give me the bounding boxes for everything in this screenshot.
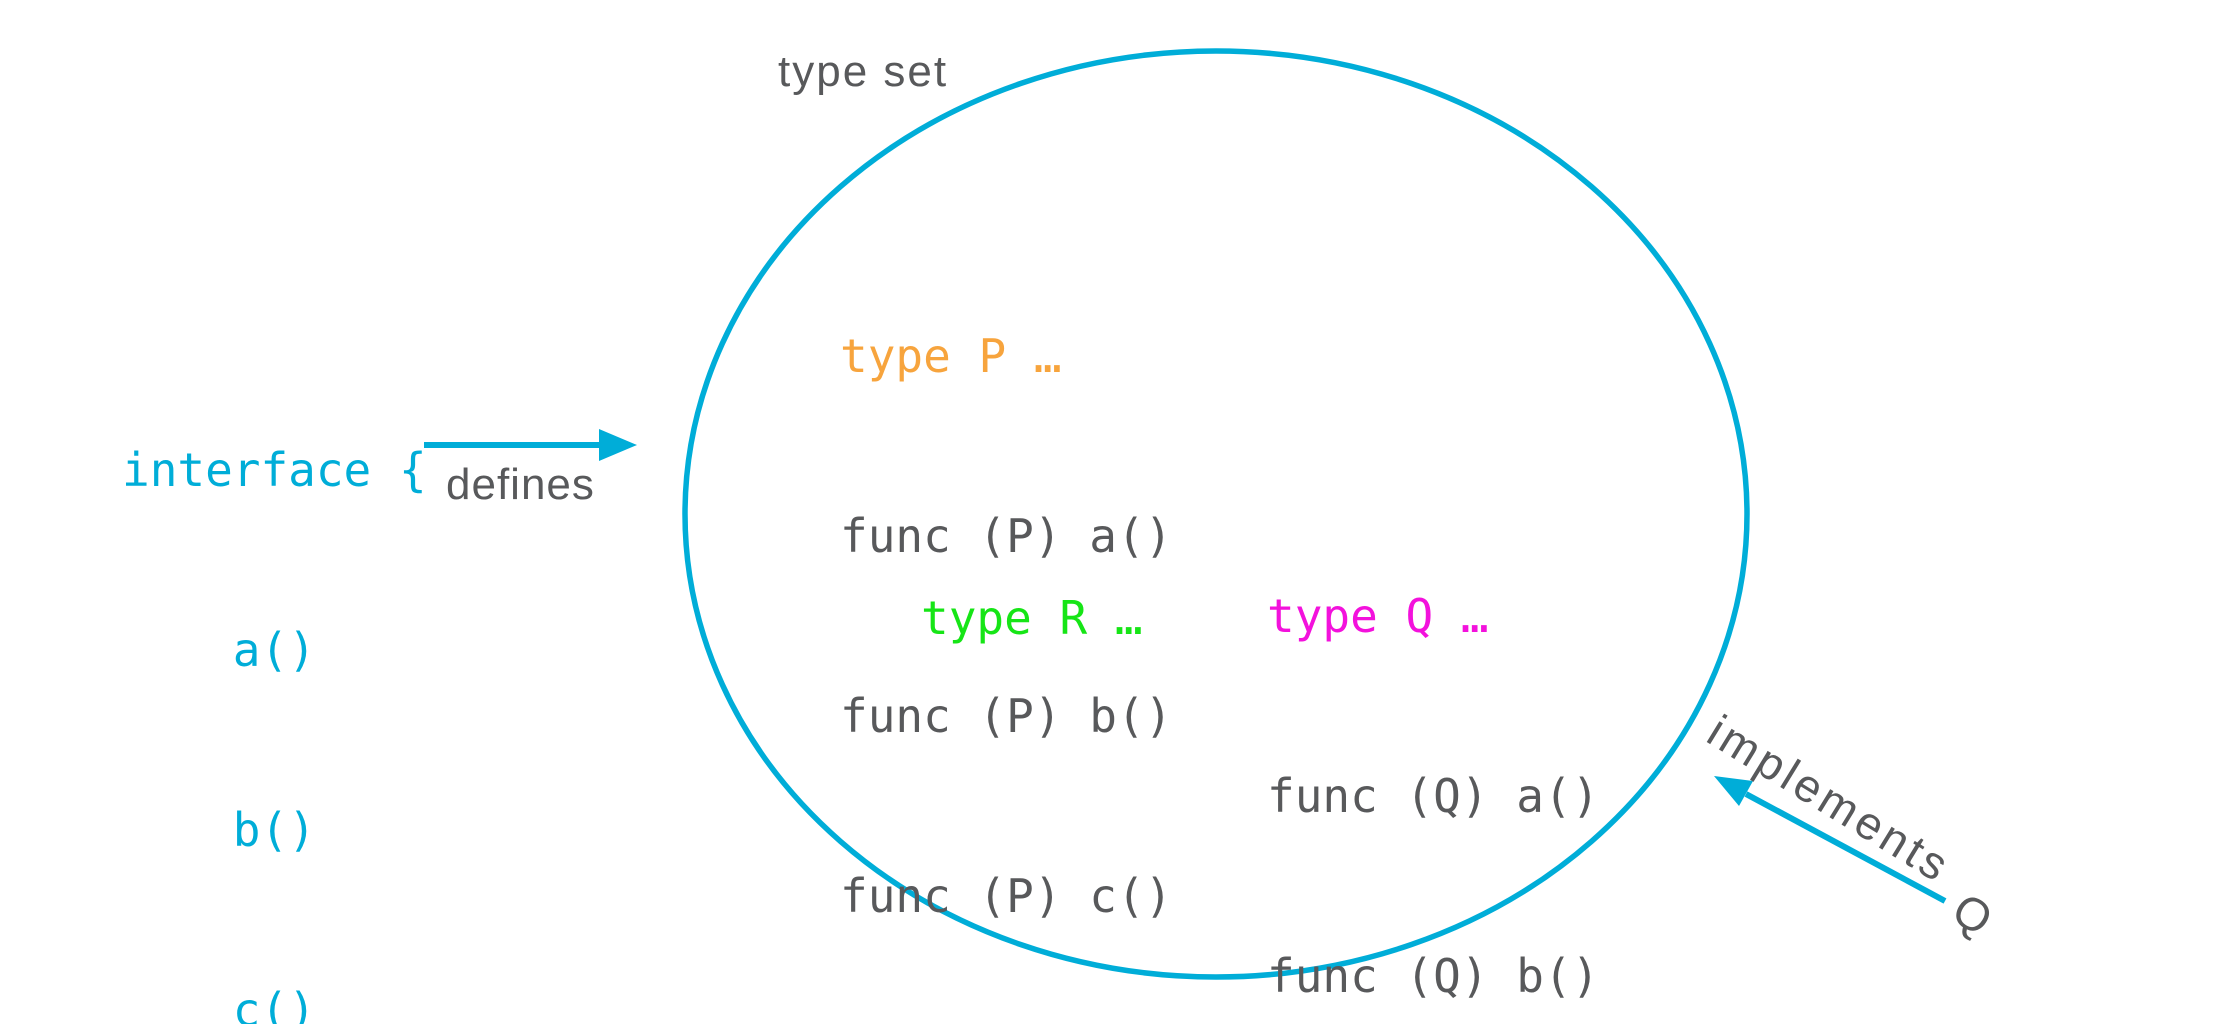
interface-code-block: interface { a() b() c() } [122,320,427,1024]
type-p-method: func (P) c() [840,869,1173,923]
interface-code-line: c() [122,983,316,1024]
defines-arrow [424,429,637,461]
interface-code-line: a() [122,623,316,677]
type-q-block: type Q … func (Q) a() func (Q) b() func … [1267,466,1599,1024]
implements-arrow [1714,776,1947,904]
type-q-method: func (Q) a() [1267,769,1600,823]
defines-label: defines [446,460,595,509]
type-q-method: func (Q) b() [1267,949,1600,1003]
interface-code-line: interface { [122,443,427,497]
type-set-ellipse [682,48,1750,980]
type-r-header: type R … [921,591,1143,645]
type-p-block: type P … func (P) a() func (P) b() func … [840,206,1172,1024]
type-set-label: type set [778,47,949,96]
interface-code-line: b() [122,803,316,857]
type-p-method: func (P) b() [840,689,1173,743]
type-q-header: type Q … [1267,589,1489,643]
type-p-header: type P … [840,329,1062,383]
type-p-method: func (P) a() [840,509,1173,563]
